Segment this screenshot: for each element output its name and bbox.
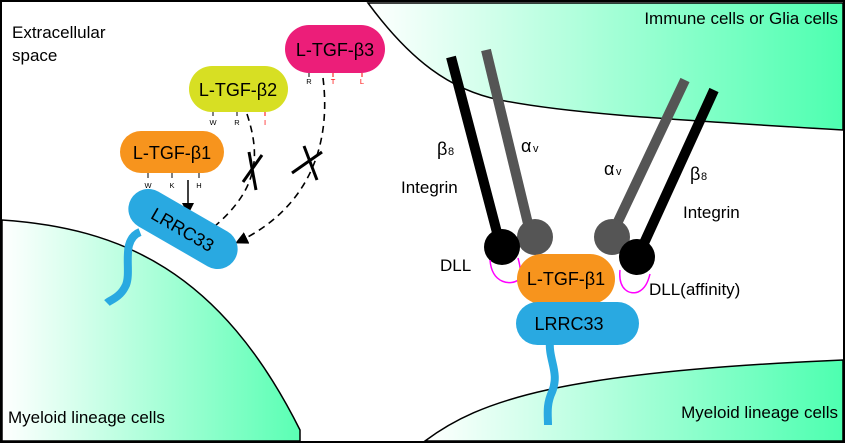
beta-symbol: β: [690, 164, 700, 184]
bottom-left-cell-label: Myeloid lineage cells: [8, 408, 165, 427]
alpha-symbol: α: [521, 136, 531, 156]
right-integrin-label: Integrin: [683, 203, 740, 222]
lrrc33-membrane-tail-left: [104, 228, 143, 307]
block-mark-b2: [241, 151, 264, 191]
right-integrin-alphav-chain: [609, 77, 690, 233]
tgf-b2-residue-r: R: [234, 118, 240, 127]
beta-subscript: 8: [701, 171, 707, 183]
tgf-b2-residue-i: I: [264, 118, 266, 127]
lrrc33-membrane-tail-right: [543, 339, 559, 426]
tgf-b1-residue-k: K: [169, 181, 174, 190]
lrrc33-pill-left: [128, 189, 238, 269]
left-integrin-beta8-label: β 8: [437, 139, 454, 159]
right-integrin-alphav-head: [594, 219, 630, 255]
tgf-b1-residue-h: H: [196, 181, 201, 190]
lrrc33-complex-label: LRRC33: [534, 314, 603, 334]
tgf-b1-residue-w: W: [144, 181, 152, 190]
tgf-b3-residue-r: R: [306, 77, 312, 86]
left-dll-label: DLL: [440, 256, 471, 275]
top-cell-region: [366, 2, 844, 131]
lrrc33-complex-pill: [516, 302, 639, 345]
right-dll-loop: [619, 269, 651, 294]
right-integrin-beta8-label: β 8: [690, 164, 707, 184]
top-cell-label: Immune cells or Glia cells: [644, 9, 838, 28]
bottom-right-cell-region: [422, 359, 844, 442]
right-integrin-beta8-head: [619, 239, 655, 275]
bottom-right-cell-label: Myeloid lineage cells: [681, 403, 838, 422]
tgf-b2-label: L-TGF-β2: [199, 80, 277, 100]
tgf-b1-complex-label: L-TGF-β1: [527, 269, 605, 289]
right-integrin-alphav-label: α v: [604, 159, 622, 179]
left-integrin-beta8-head: [484, 229, 520, 265]
left-integrin-alphav-chain: [481, 48, 535, 234]
beta-symbol: β: [437, 139, 447, 159]
alpha-subscript: v: [533, 143, 539, 155]
beta-subscript: 8: [448, 146, 454, 158]
extracellular-label-line1: Extracellular: [12, 23, 106, 42]
tgf-b1-pill: [120, 131, 224, 173]
tgf-b1-complex-pill: [517, 254, 615, 304]
block-mark-b3: [291, 145, 323, 181]
tgf-b3-dashed-path: [235, 77, 326, 244]
tgf-b3-pill: [285, 25, 385, 73]
left-integrin-alphav-head: [517, 219, 553, 255]
tgf-b2-residue-w: W: [209, 118, 217, 127]
right-dll-affinity-label: DLL(affinity): [649, 280, 740, 299]
alpha-symbol: α: [604, 159, 614, 179]
alpha-subscript: v: [616, 166, 622, 178]
tgf-b2-pill: [189, 66, 288, 112]
tgf-b1-residues: W K H: [144, 173, 202, 190]
left-integrin-alphav-label: α v: [521, 136, 539, 156]
left-integrin-label: Integrin: [401, 178, 458, 197]
tgf-b3-residue-l: L: [360, 77, 364, 86]
tgf-b3-residues: R T L: [306, 73, 364, 86]
tgf-b2-dashed-path: [197, 113, 256, 240]
extracellular-label-line2: space: [12, 46, 57, 65]
tgf-b2-residues: W R I: [209, 112, 266, 127]
tgf-b1-label: L-TGF-β1: [133, 143, 211, 163]
tgf-b3-residue-t: T: [331, 77, 336, 86]
tgf-b3-label: L-TGF-β3: [296, 40, 374, 60]
left-integrin-beta8-chain: [446, 55, 505, 246]
right-integrin-beta8-chain: [635, 87, 719, 255]
bottom-left-cell-region: [1, 219, 301, 442]
